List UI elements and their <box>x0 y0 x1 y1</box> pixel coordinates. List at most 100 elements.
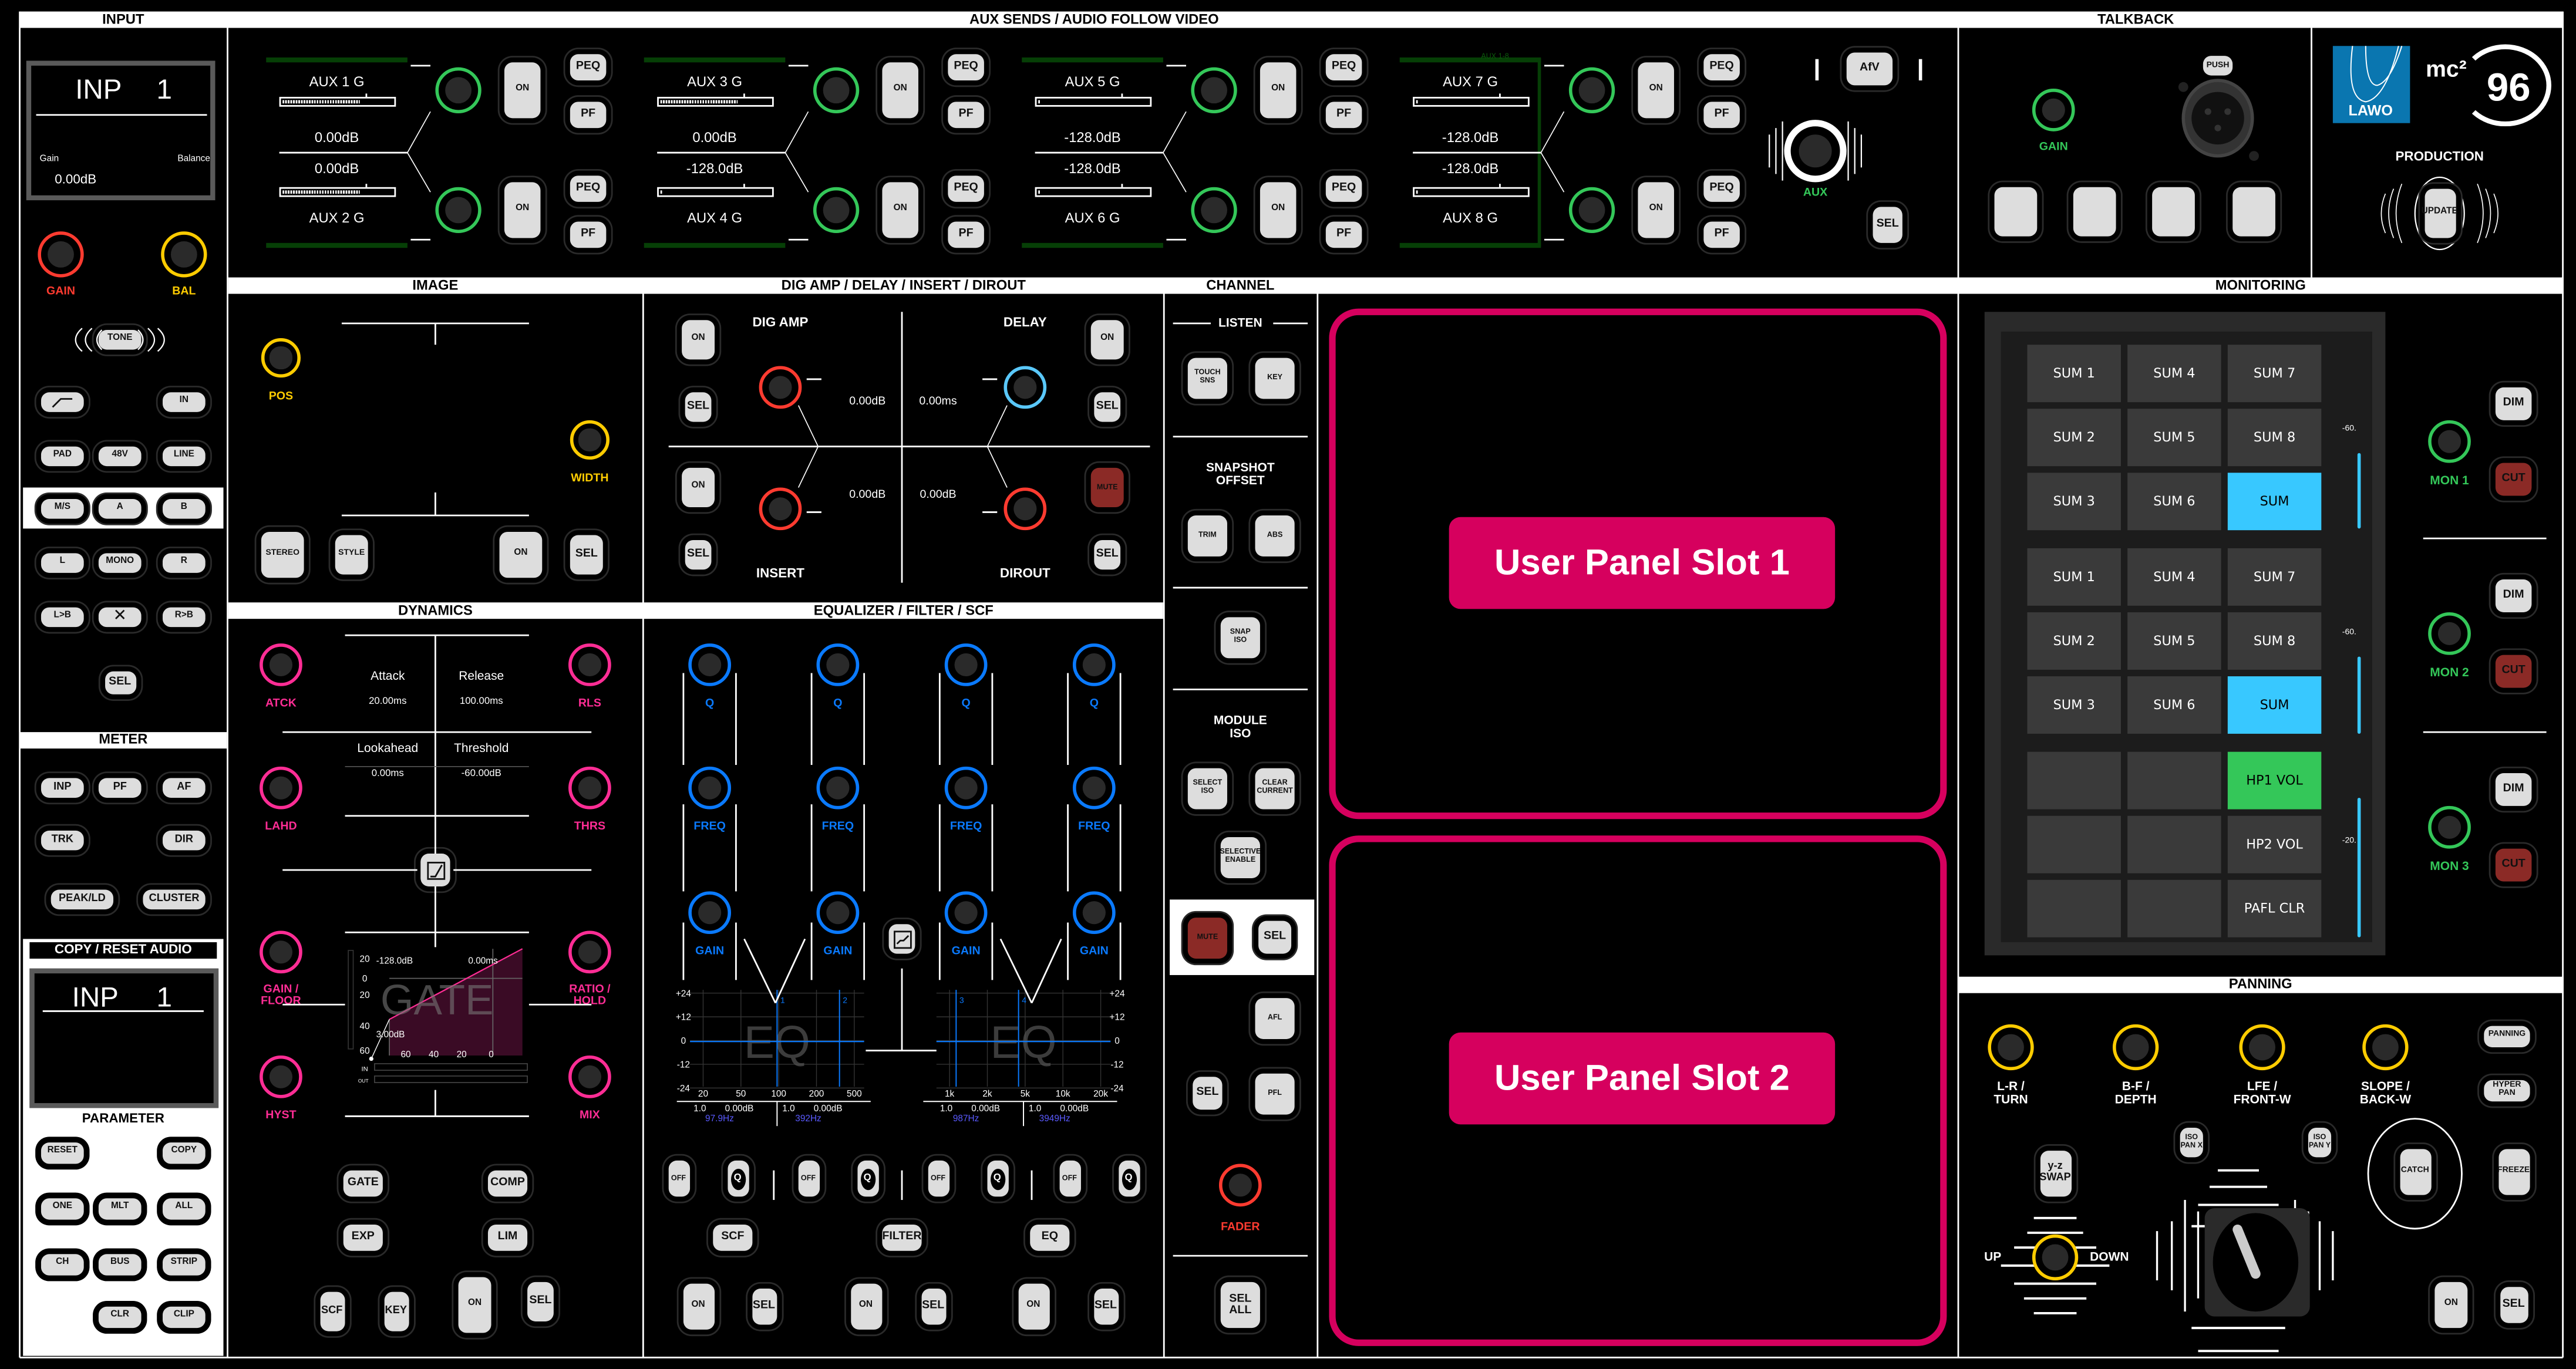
abs-button[interactable]: ABS <box>1255 514 1295 556</box>
aux-send-knob[interactable] <box>1191 67 1237 113</box>
monitor-knob[interactable] <box>2428 612 2471 655</box>
dynamics-sel-button[interactable]: SEL <box>527 1282 554 1321</box>
monitoring-button[interactable]: SUM <box>2227 473 2322 531</box>
pfl-button[interactable]: PFL <box>1255 1073 1295 1114</box>
parameter-button[interactable]: CLIP <box>162 1306 206 1327</box>
eq-on-button[interactable]: ON <box>682 1283 714 1330</box>
image-sel-button[interactable]: SEL <box>570 535 603 575</box>
pad-button[interactable]: PAD <box>41 446 84 467</box>
meter-button[interactable]: PF <box>98 778 142 798</box>
eq-q-button[interactable]: Q <box>986 1160 1008 1197</box>
eq-q-button[interactable]: Q <box>857 1160 878 1197</box>
aux-send-knob[interactable] <box>813 67 860 113</box>
meter-button[interactable]: AF <box>162 778 206 798</box>
monitoring-button[interactable]: HP1 VOL <box>2227 751 2322 810</box>
monitor-knob[interactable] <box>2428 420 2471 463</box>
eq-off-button[interactable]: OFF <box>1059 1160 1080 1197</box>
a-button[interactable]: A <box>98 499 142 519</box>
monitoring-button[interactable] <box>2127 879 2221 938</box>
dynamics-knob[interactable] <box>260 930 302 974</box>
selective-enable-button[interactable]: SELECTIVE ENABLE <box>1220 836 1261 878</box>
eq-q-knob[interactable] <box>1072 643 1116 686</box>
insert-knob[interactable] <box>759 487 802 531</box>
line-button[interactable]: LINE <box>162 446 206 467</box>
aux-peq-button[interactable]: PEQ <box>1325 176 1362 202</box>
dirout-mute-button[interactable]: MUTE <box>1090 467 1124 508</box>
monitoring-button[interactable]: SUM 2 <box>2027 409 2121 467</box>
left-to-both-button[interactable]: L>B <box>41 607 84 628</box>
dynamics-key-button[interactable]: KEY <box>383 1292 409 1331</box>
update-button[interactable]: UPDATE <box>2422 188 2458 238</box>
monitoring-button[interactable]: SUM 4 <box>2127 345 2221 403</box>
afv-button[interactable]: AfV <box>1846 52 1893 86</box>
monitoring-button[interactable]: SUM 3 <box>2027 676 2121 734</box>
aux-on-button[interactable]: ON <box>882 62 918 119</box>
cut-button[interactable]: CUT <box>2495 848 2532 882</box>
dynamics-knob[interactable] <box>260 643 302 686</box>
afl-button[interactable]: AFL <box>1255 997 1295 1038</box>
filter-button[interactable]: FILTER <box>882 1224 922 1251</box>
delay-knob[interactable] <box>1004 366 1047 409</box>
insert-sel-button[interactable]: SEL <box>685 539 712 570</box>
monitoring-button[interactable] <box>2127 751 2221 810</box>
select-iso-button[interactable]: SELECT ISO <box>1187 767 1227 809</box>
parameter-button[interactable]: CH <box>41 1253 84 1275</box>
monitoring-button[interactable] <box>2027 815 2121 874</box>
eq-q-button[interactable]: Q <box>1117 1160 1140 1197</box>
monitoring-button[interactable] <box>2027 879 2121 938</box>
exp-button[interactable]: EXP <box>343 1224 383 1251</box>
pan-knob[interactable] <box>2239 1024 2285 1071</box>
fader-knob[interactable] <box>1218 1164 1262 1207</box>
eq-freq-knob[interactable] <box>944 766 988 810</box>
user-panel-slot-1[interactable] <box>1329 308 1947 820</box>
pan-knob[interactable] <box>2362 1024 2409 1071</box>
aux-send-knob[interactable] <box>435 187 481 234</box>
monitoring-button[interactable]: SUM 5 <box>2127 612 2221 670</box>
dynamics-scf-button[interactable]: SCF <box>319 1292 345 1331</box>
pos-knob[interactable] <box>261 338 301 378</box>
delay-sel-button[interactable]: SEL <box>1094 392 1121 422</box>
channel-sel-button-2[interactable]: SEL <box>1193 1077 1223 1110</box>
monitoring-button[interactable]: SUM 5 <box>2127 409 2221 467</box>
tone-button[interactable]: TONE <box>98 330 142 350</box>
aux-send-knob[interactable] <box>1568 67 1615 113</box>
panning-button[interactable]: PANNING <box>2484 1025 2530 1047</box>
meter-button[interactable]: INP <box>41 778 84 798</box>
monitor-knob[interactable] <box>2428 805 2471 849</box>
dynamics-curve-button[interactable] <box>420 854 450 886</box>
ms-button[interactable]: M/S <box>41 499 84 519</box>
eq-sel-button[interactable]: SEL <box>751 1289 776 1325</box>
eq-filter-curve-button[interactable] <box>888 924 915 954</box>
key-button[interactable]: KEY <box>1255 357 1295 399</box>
panning-sel-button[interactable]: SEL <box>2499 1287 2528 1323</box>
push-button[interactable]: PUSH <box>2203 56 2233 76</box>
monitoring-button[interactable]: SUM <box>2227 676 2322 734</box>
iso-pan-x-button[interactable]: ISO PAN X <box>2180 1127 2203 1158</box>
talkback-button[interactable] <box>1994 187 2038 237</box>
aux-pf-button[interactable]: PF <box>948 221 984 248</box>
dirout-sel-button[interactable]: SEL <box>1094 539 1121 570</box>
insert-on-button[interactable]: ON <box>682 467 715 508</box>
aux-sel-button[interactable]: SEL <box>1873 207 1902 243</box>
aux-send-knob[interactable] <box>435 67 481 113</box>
parameter-button[interactable]: CLR <box>98 1306 142 1327</box>
aux-pf-button[interactable]: PF <box>948 102 984 129</box>
aux-send-knob[interactable] <box>1568 187 1615 234</box>
meter-button[interactable]: DIR <box>162 830 206 851</box>
monitoring-button[interactable] <box>2027 751 2121 810</box>
eq-freq-knob[interactable] <box>1072 766 1116 810</box>
eq-off-button[interactable]: OFF <box>927 1160 949 1197</box>
monitoring-button[interactable]: SUM 8 <box>2227 409 2322 467</box>
yz-swap-button[interactable]: y-z SWAP <box>2039 1151 2071 1197</box>
eq-sel-button[interactable]: SEL <box>1093 1289 1118 1325</box>
dynamics-knob[interactable] <box>568 643 611 686</box>
digamp-sel-button[interactable]: SEL <box>685 392 712 422</box>
eq-gain-knob[interactable] <box>688 891 732 935</box>
image-on-button[interactable]: ON <box>499 531 543 578</box>
dynamics-knob[interactable] <box>568 766 611 810</box>
eq-off-button[interactable]: OFF <box>668 1160 689 1197</box>
aux-on-button[interactable]: ON <box>504 182 541 238</box>
aux-on-button[interactable]: ON <box>882 182 918 238</box>
iso-pan-y-button[interactable]: ISO PAN Y <box>2308 1127 2332 1158</box>
aux-on-button[interactable]: ON <box>504 62 541 119</box>
